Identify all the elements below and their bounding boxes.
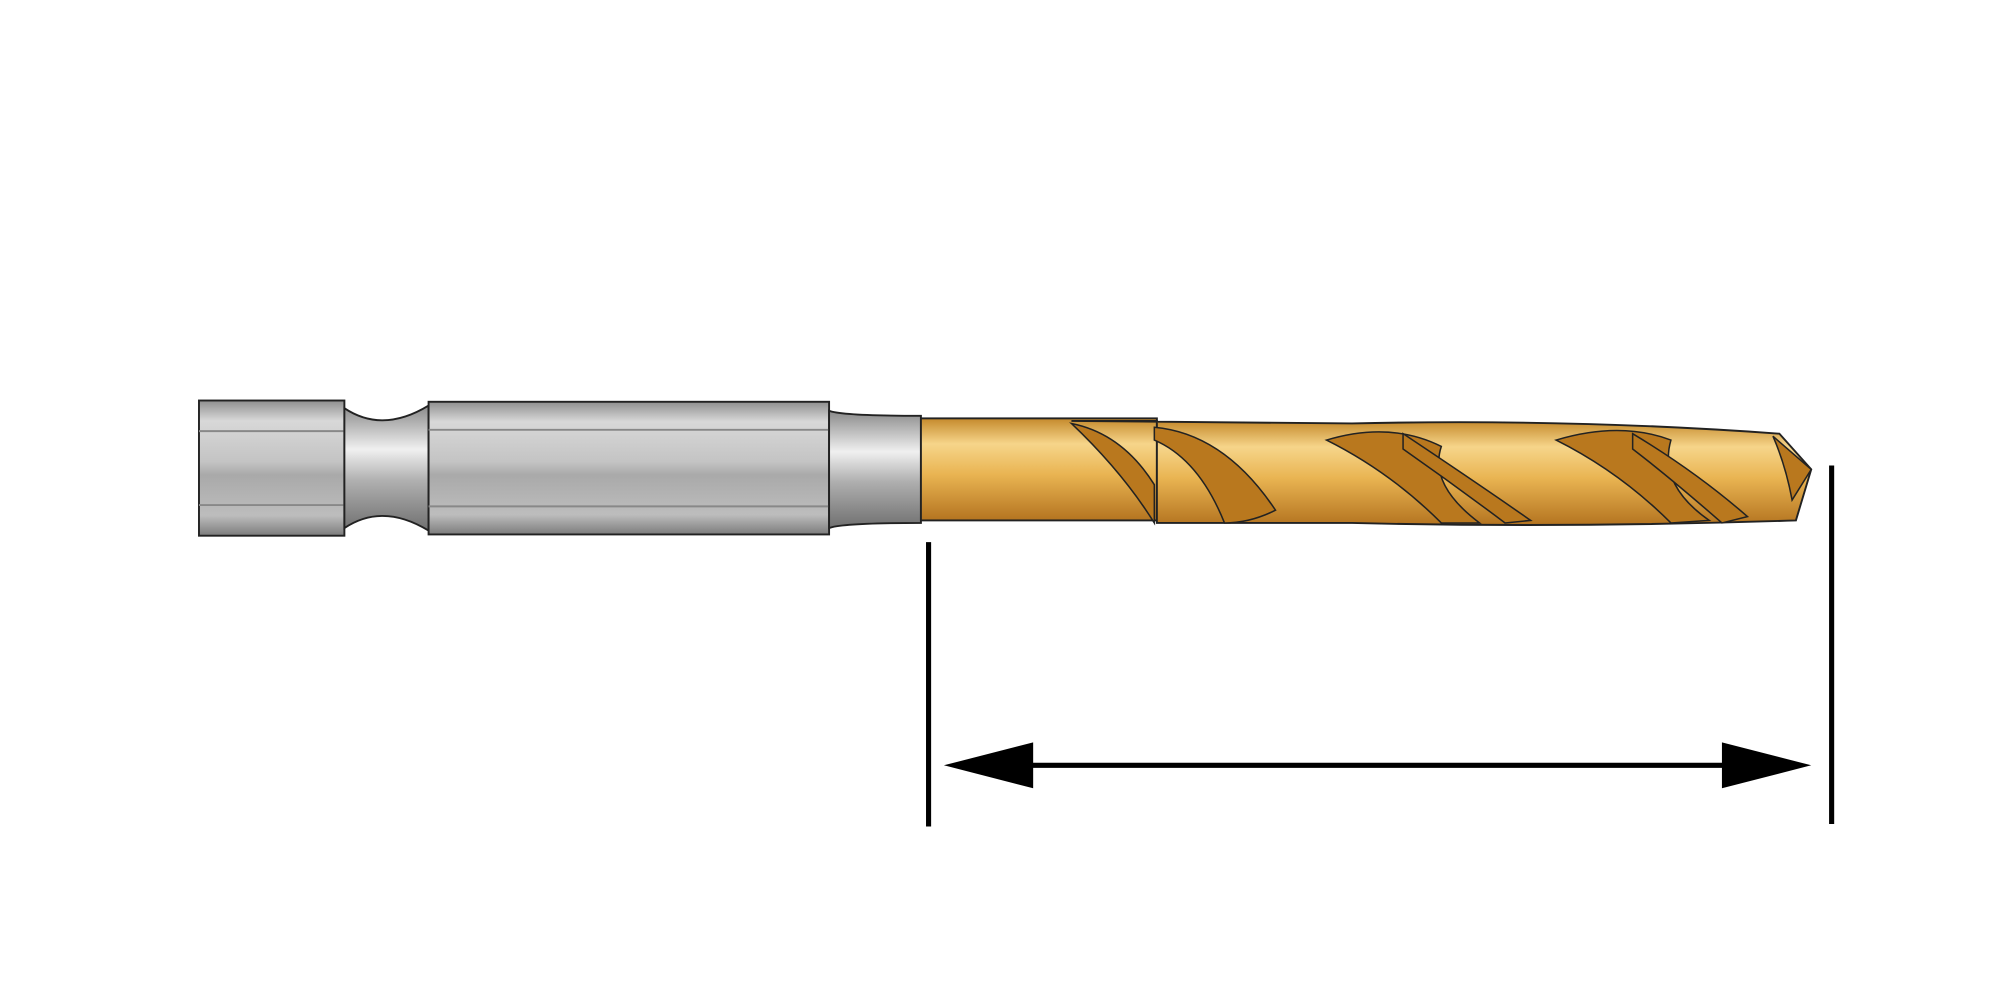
dimension-line: [926, 465, 1835, 827]
fluted-body: [919, 417, 1813, 526]
hex-shank: [198, 399, 922, 537]
hex-end: [198, 399, 346, 537]
flute-spirals: [1068, 422, 1813, 526]
hex-body: [427, 400, 831, 536]
collar: [828, 409, 922, 530]
arrowhead-left: [943, 742, 1034, 789]
arrowhead-right: [1721, 742, 1812, 789]
groove-neck: [343, 403, 430, 533]
